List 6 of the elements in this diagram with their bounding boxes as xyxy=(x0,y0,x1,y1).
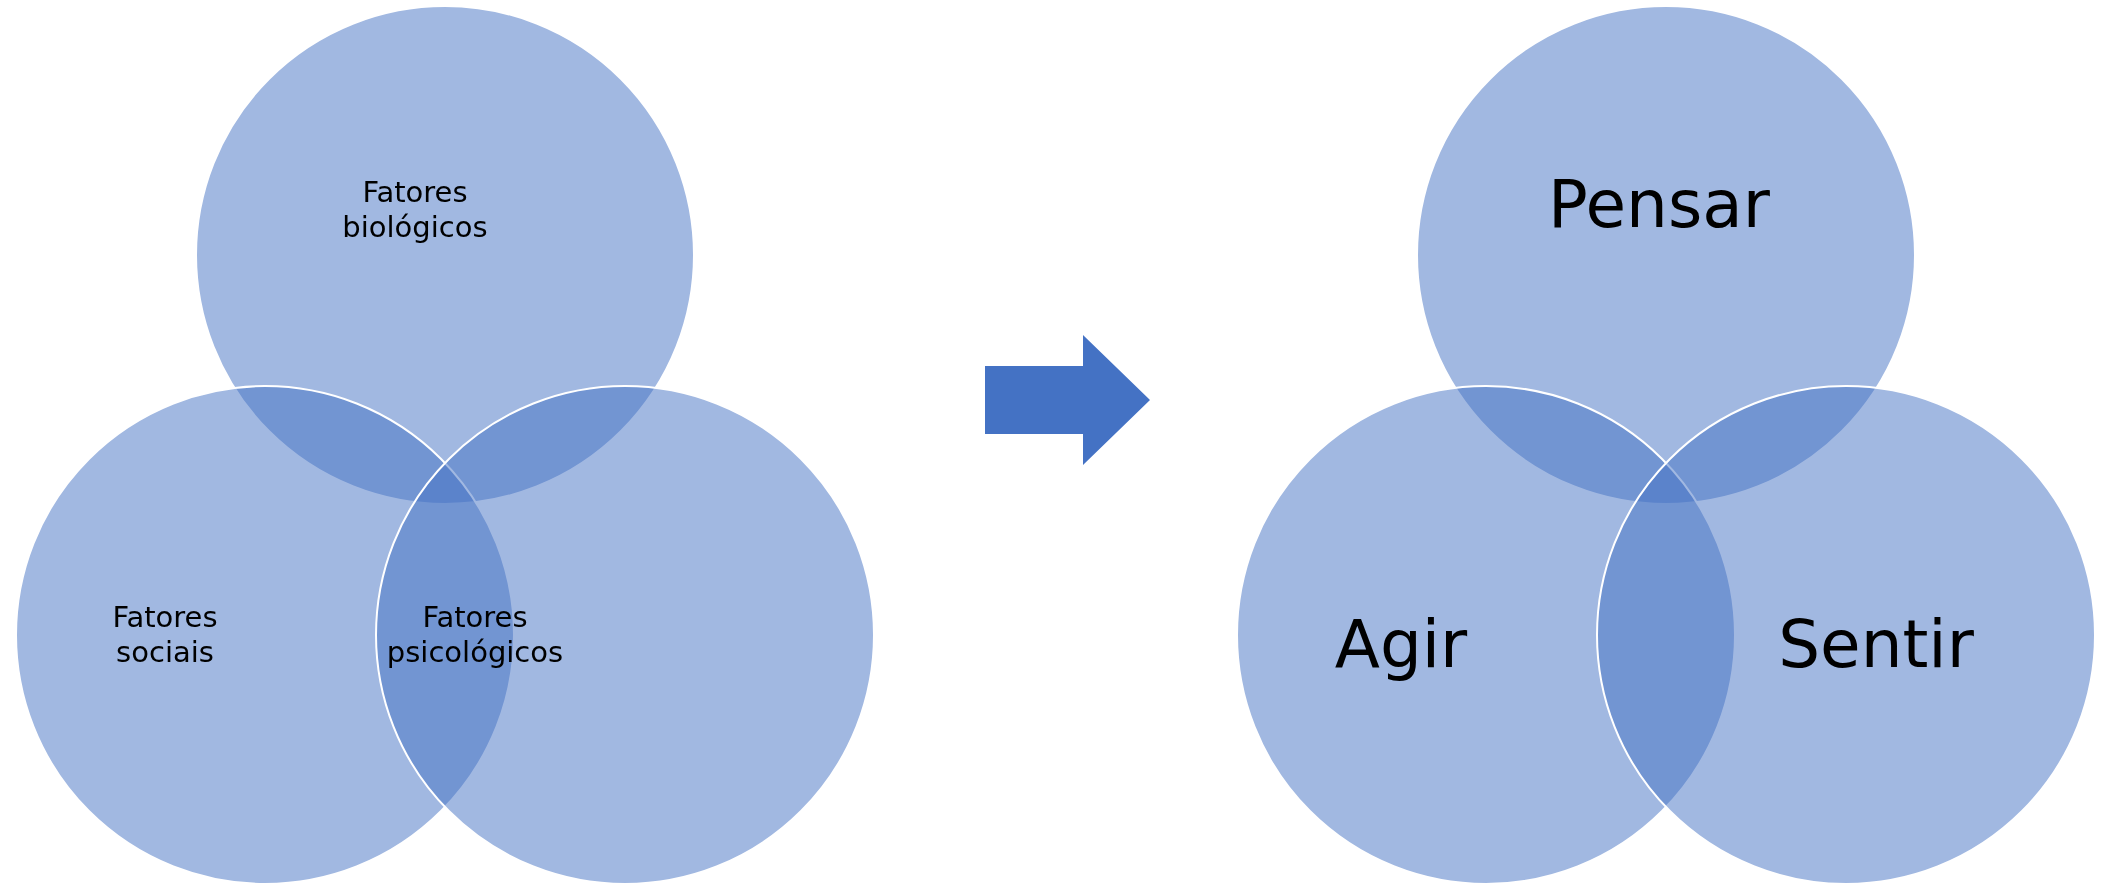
circle-label: Fatores psicológicos xyxy=(385,600,565,670)
circle-label: Sentir xyxy=(1778,605,1974,685)
circle-label: Fatores biológicos xyxy=(341,175,489,245)
circle-label: Pensar xyxy=(1548,165,1770,245)
circle-label: Agir xyxy=(1334,605,1468,685)
circle-label: Fatores sociais xyxy=(111,600,219,670)
